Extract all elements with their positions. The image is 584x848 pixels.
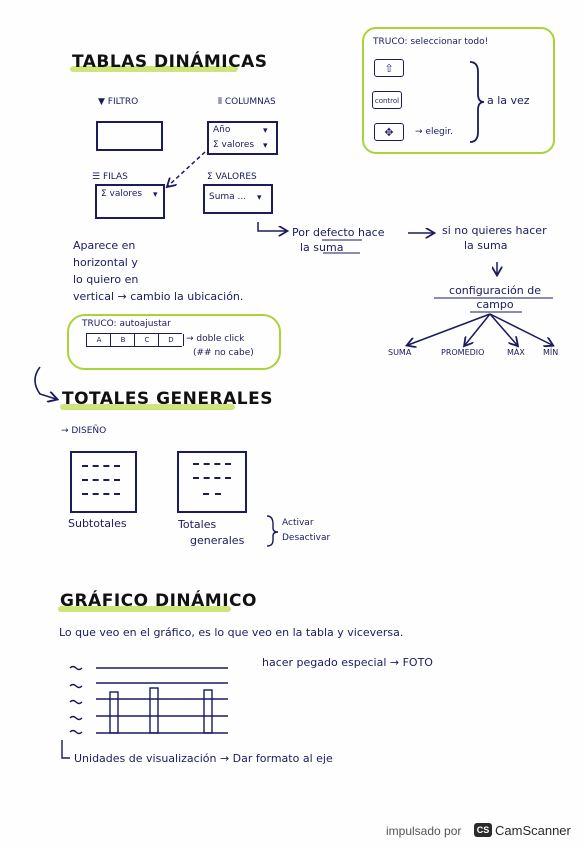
activar-label: Activar Desactivar (282, 516, 330, 546)
dropdown-caret-icon: ▾ (263, 126, 268, 136)
aparece-line-3: lo quiero en (73, 273, 139, 286)
grafico-sentence: Lo que veo en el gráfico, es lo que veo … (59, 626, 404, 639)
dropdown-caret-icon: ▾ (257, 193, 262, 203)
defecto-note: Por defecto hace la suma (292, 225, 385, 255)
move-arrow (168, 151, 206, 186)
filter-icon: ▼ (98, 97, 105, 107)
camscanner-logo-icon: CS (474, 823, 492, 837)
defecto-line-1: Por defecto hace (292, 226, 385, 239)
filtro-box (96, 121, 163, 151)
no-quieres-note: si no quieres hacer la suma (442, 223, 547, 253)
config-option-promedio: PROMEDIO (441, 348, 485, 357)
column-d: D (158, 334, 184, 346)
impulsado-label: impulsado por (386, 824, 462, 838)
doble-click-label: → doble click (186, 334, 245, 344)
no-quieres-line-2: la suma (464, 239, 508, 252)
shift-key-icon: ⇧ (374, 59, 404, 77)
filas-box: Σ valores ▾ (95, 184, 165, 219)
subtotales-label: Subtotales (68, 517, 127, 530)
config-option-min: MÍN (543, 348, 559, 357)
column-header-strip: A B C D (86, 333, 184, 347)
aparece-line-1: Aparece en (73, 239, 136, 252)
elegir-label: → elegir. (415, 127, 453, 137)
diseno-label: → DISEÑO (61, 426, 107, 436)
hook-arrow (257, 222, 286, 231)
truco-auto-title: TRUCO: autoajustar (82, 319, 171, 329)
subtotales-table (70, 451, 137, 513)
filas-label: FILAS (102, 172, 128, 182)
truco-selecccionar-cloud (362, 27, 555, 154)
config-option-max: MÁX (507, 348, 525, 357)
truco-top-title: TRUCO: seleccionar todo! (373, 37, 489, 47)
pegado-note: hacer pegado especial → FOTO (262, 656, 433, 669)
columnas-item-2: Σ valores (213, 140, 255, 150)
a-la-vez-label: a la vez (487, 94, 530, 107)
totales-generales-label: Totales generales (178, 517, 244, 549)
valores-item: Suma ... (209, 192, 247, 202)
control-key-icon: control (372, 91, 402, 109)
no-quieres-line-1: si no quieres hacer (442, 224, 547, 237)
rows-icon: ☰ (92, 172, 101, 182)
dropdown-caret-icon: ▾ (263, 141, 268, 151)
activar-line-2: Desactivar (282, 533, 331, 543)
configuracion-label: configuración de campo (449, 284, 541, 311)
valores-label: Σ VALORES (207, 172, 257, 182)
title-highlight (58, 606, 231, 612)
camscanner-brand: CamScanner (495, 823, 571, 838)
aparece-note: Aparece en horizontal y lo quiero en ver… (73, 237, 243, 305)
config-option-suma: SUMA (388, 348, 412, 357)
activar-line-1: Activar (282, 518, 314, 528)
columnas-label: COLUMNAS (224, 97, 276, 107)
filtro-label-wrap: ▼ FILTRO (98, 97, 138, 107)
truco-autoajustar-cloud (67, 314, 281, 370)
aparece-line-4: vertical → cambio la ubicación. (73, 290, 244, 303)
totales-line-1: Totales (178, 518, 217, 531)
columnas-item-1: Año (213, 125, 231, 135)
title-highlight (70, 66, 238, 72)
aparece-line-2: horizontal y (73, 256, 138, 269)
filas-item: Σ valores (101, 189, 143, 199)
column-c: C (134, 334, 159, 346)
columnas-label-wrap: ⦀ COLUMNAS (218, 97, 276, 107)
section-title-grafico: GRÁFICO DINÁMICO (60, 591, 257, 611)
defecto-line-2: la suma (300, 241, 344, 254)
valores-box: Suma ... ▾ (203, 184, 273, 214)
unidades-note: Unidades de visualización → Dar formato … (74, 752, 333, 765)
filtro-label: FILTRO (107, 97, 139, 107)
column-a: A (86, 334, 111, 346)
columns-icon: ⦀ (218, 97, 222, 107)
section-title-totales: TOTALES GENERALES (62, 389, 273, 409)
title-highlight (60, 404, 235, 410)
dropdown-caret-icon: ▾ (153, 190, 158, 200)
totales-line-2: generales (190, 534, 245, 547)
section-title-tablas: TABLAS DINÁMICAS (72, 52, 268, 72)
arrows-key-icon: ✥ (374, 123, 404, 141)
totales-table (177, 451, 247, 513)
column-b: B (110, 334, 135, 346)
no-cabe-label: (## no cabe) (193, 348, 254, 358)
filas-label-wrap: ☰ FILAS (92, 172, 128, 182)
columnas-box: Año ▾ Σ valores ▾ (207, 121, 278, 155)
